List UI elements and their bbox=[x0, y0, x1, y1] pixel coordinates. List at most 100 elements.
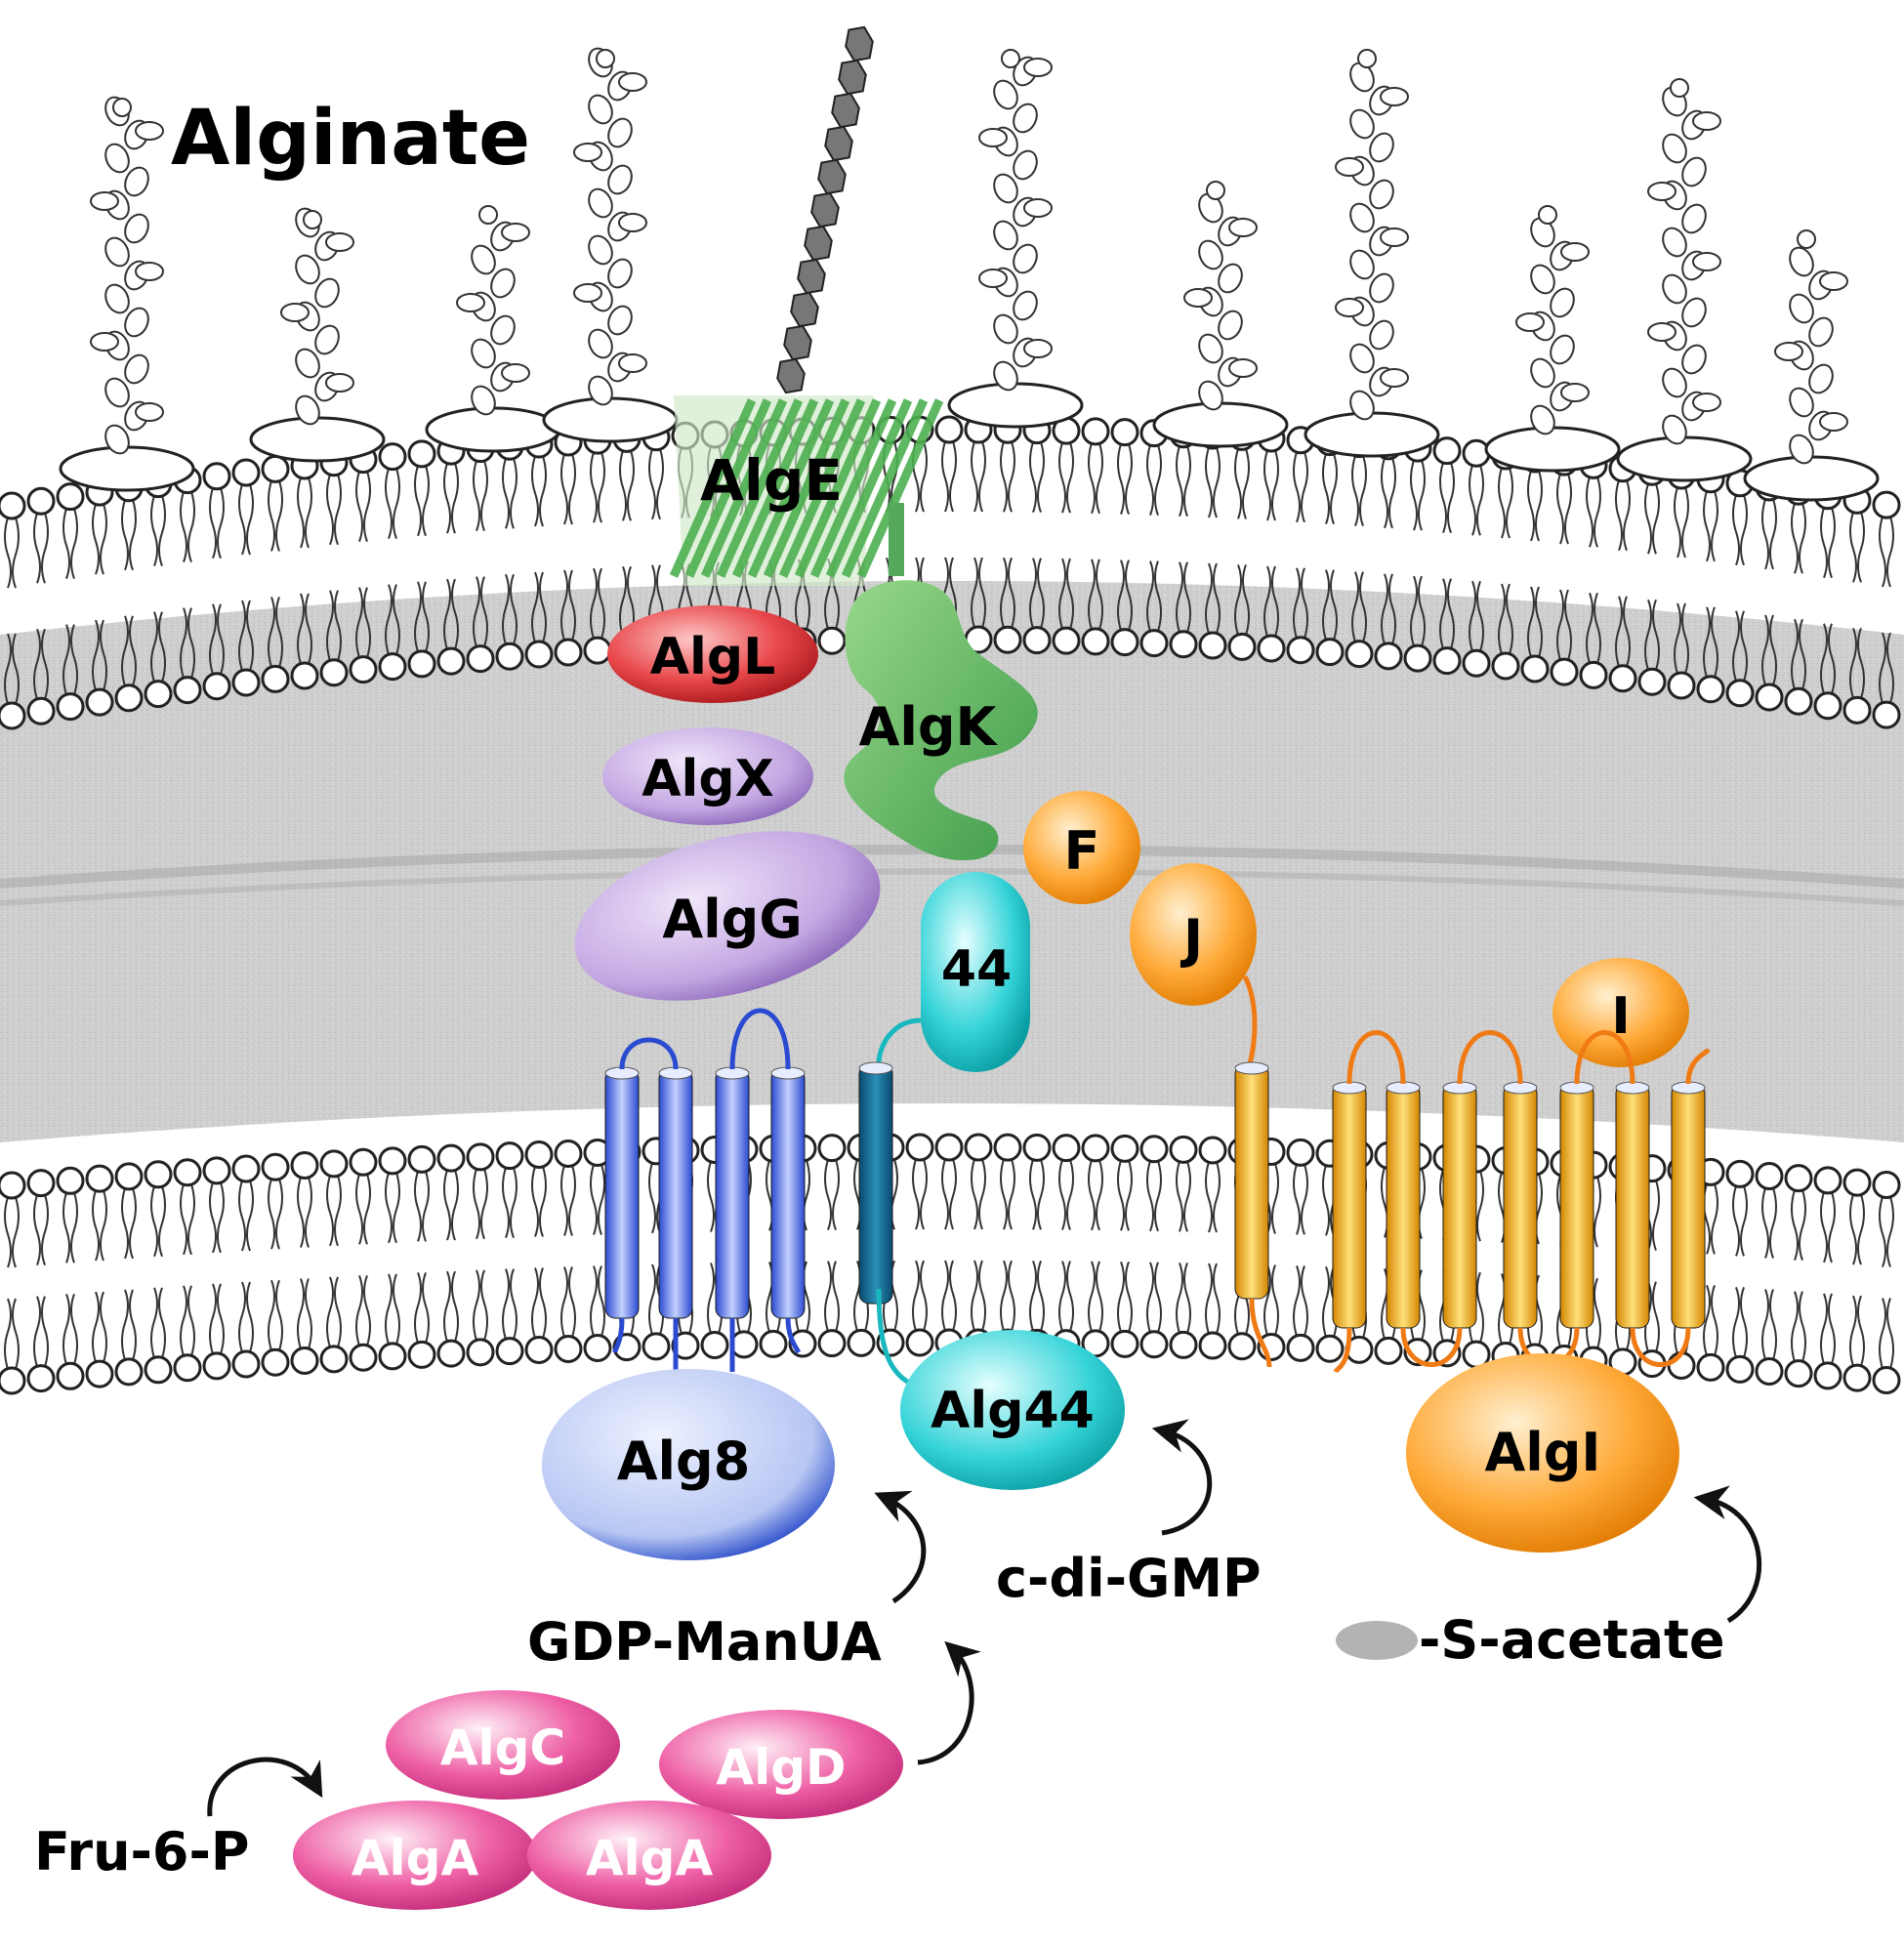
lipid-head bbox=[1813, 1166, 1842, 1195]
lipid-tail bbox=[531, 455, 539, 527]
lipid-head bbox=[26, 1364, 56, 1393]
lipid-head bbox=[847, 1328, 876, 1357]
lipid-tail bbox=[41, 1194, 49, 1265]
lipid-tail bbox=[480, 576, 488, 647]
lipid-tail bbox=[1183, 445, 1191, 518]
lipid-head bbox=[1139, 629, 1169, 658]
lipid-tail bbox=[590, 451, 598, 523]
lipid-head bbox=[1286, 1138, 1315, 1167]
lipid-tail bbox=[1761, 498, 1769, 570]
lipid-tail bbox=[1769, 1289, 1777, 1360]
sugar-unit bbox=[104, 377, 130, 408]
sugar-unit bbox=[607, 305, 633, 336]
arrow-s-acetate-to-algi bbox=[1693, 1485, 1762, 1624]
algi-tail bbox=[1249, 1298, 1272, 1368]
lipid-head bbox=[144, 680, 173, 709]
lipid-tail bbox=[4, 633, 12, 705]
sugar-unit bbox=[314, 324, 340, 355]
lipid-tail bbox=[1556, 473, 1564, 545]
lipid-tail bbox=[1681, 486, 1689, 559]
lipid-tail bbox=[1008, 1158, 1015, 1230]
arrow-algd-to-gdp-manua bbox=[917, 1640, 981, 1765]
lipid-tail bbox=[1828, 507, 1836, 579]
sugar-unit bbox=[1001, 49, 1020, 68]
lipid-tail bbox=[238, 1281, 246, 1353]
sugar-branch bbox=[1819, 271, 1848, 291]
lipid-tail bbox=[1498, 583, 1506, 655]
sugar-unit bbox=[1369, 272, 1394, 304]
sugar-unit bbox=[471, 338, 496, 369]
lipid-tail bbox=[627, 450, 635, 521]
lipid-tail bbox=[150, 495, 158, 566]
lipid-tail bbox=[100, 619, 107, 691]
sugar-unit bbox=[124, 166, 149, 197]
lipid-tail bbox=[422, 1171, 430, 1242]
lipid-tail bbox=[1088, 559, 1096, 631]
lipid-head bbox=[1872, 700, 1901, 729]
sugar-unit bbox=[588, 234, 613, 266]
lipid-head bbox=[1345, 640, 1374, 669]
sugar-branch bbox=[1819, 412, 1848, 432]
lipid-tail bbox=[187, 1183, 195, 1256]
lipid-tail bbox=[209, 487, 217, 559]
lipid-tail bbox=[1886, 632, 1894, 704]
lipid-tail bbox=[531, 1166, 539, 1237]
alg44-label: Alg44 bbox=[931, 1382, 1095, 1440]
lipid-tail bbox=[1293, 451, 1301, 523]
lipid-tail bbox=[1271, 1264, 1279, 1336]
lipid-tail bbox=[41, 628, 49, 700]
lipid-tail bbox=[1791, 502, 1799, 574]
lipid-tail bbox=[1301, 1265, 1308, 1337]
lipid-tail bbox=[121, 1289, 129, 1361]
alg44-periplasmic-domain: 44 bbox=[876, 872, 1030, 1072]
lipid-head bbox=[407, 1340, 436, 1369]
lipid-head bbox=[202, 672, 231, 701]
lipid-head bbox=[26, 696, 56, 725]
lipid-tail bbox=[1183, 1161, 1191, 1232]
algl: AlgL bbox=[607, 605, 818, 703]
lipid-tail bbox=[1213, 446, 1221, 518]
algi-helix bbox=[1234, 1063, 1269, 1300]
lipid-tail bbox=[648, 1162, 656, 1234]
lipid-tail bbox=[1711, 1183, 1718, 1255]
sugar-unit bbox=[314, 277, 340, 309]
lipid-tail bbox=[941, 1158, 949, 1230]
sugar-unit bbox=[471, 385, 496, 416]
alge-strand bbox=[856, 398, 944, 578]
lipid-tail bbox=[1703, 1285, 1711, 1356]
lipid-tail bbox=[334, 1276, 342, 1348]
sugar-unit bbox=[124, 307, 149, 338]
lipid-head bbox=[1725, 1159, 1755, 1188]
lipid-tail bbox=[1263, 1264, 1271, 1336]
gdp-manua-label: GDP-ManUA bbox=[527, 1611, 882, 1673]
lipid-tail bbox=[949, 1158, 957, 1230]
lipid-head bbox=[1022, 626, 1052, 655]
lipid-head bbox=[993, 625, 1022, 654]
lipid-head bbox=[905, 1328, 934, 1357]
lipid-tail bbox=[1469, 464, 1476, 536]
periplasm bbox=[0, 581, 1904, 1142]
lipid-tail bbox=[1029, 1260, 1037, 1332]
lipid-tail bbox=[1615, 479, 1623, 552]
sugar-unit bbox=[1662, 273, 1687, 305]
lipid-tail bbox=[121, 1187, 129, 1260]
lipid-tail bbox=[41, 512, 49, 584]
lipid-tail bbox=[539, 455, 547, 527]
lps-core bbox=[1484, 426, 1621, 473]
lipid-tail bbox=[150, 1185, 158, 1258]
sugar-branch bbox=[1692, 111, 1721, 131]
lipid-tail bbox=[1322, 453, 1330, 524]
lipid-tail bbox=[824, 1159, 832, 1230]
lipid-tail bbox=[305, 593, 312, 665]
lipid-tail bbox=[560, 1266, 568, 1338]
lipid-head bbox=[1813, 1361, 1842, 1390]
algi-tail bbox=[1685, 1048, 1711, 1085]
arrow-c-di-gmp-to-alg44 bbox=[1151, 1419, 1213, 1536]
lipid-tail bbox=[1359, 455, 1367, 526]
lipid-head bbox=[349, 1147, 378, 1177]
alge-strand bbox=[684, 398, 772, 578]
sugar-unit bbox=[1198, 333, 1223, 364]
lipid-tail bbox=[971, 1158, 978, 1230]
lipid-tail bbox=[1711, 606, 1718, 679]
sugar-branch bbox=[1647, 322, 1676, 342]
